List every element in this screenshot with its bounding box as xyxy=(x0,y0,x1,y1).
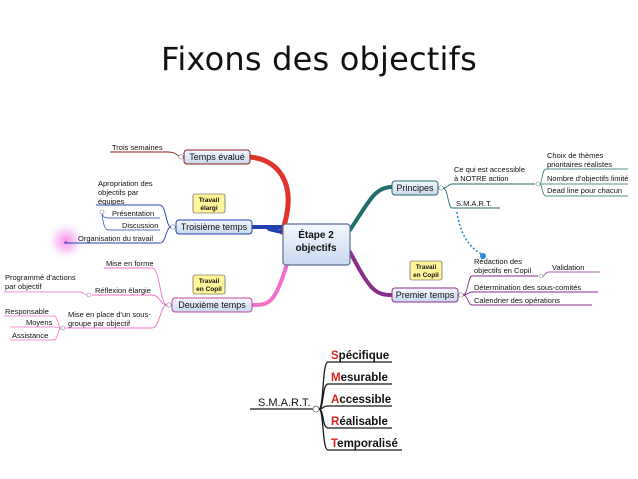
relation-dotted xyxy=(456,211,484,256)
note-troisieme xyxy=(192,193,226,214)
label-appropriation-3: équipes xyxy=(98,197,125,206)
label-redaction-1: Rédaction des xyxy=(474,257,522,266)
note-troisieme-line2: élargi xyxy=(200,205,218,212)
smart-item-a: Accessible xyxy=(331,394,391,406)
label-principes: Principes xyxy=(396,183,434,193)
line-calendrier xyxy=(462,294,592,306)
line-smart-principe xyxy=(442,187,500,209)
smart-item-m: Mesurable xyxy=(331,372,388,384)
label-redaction-2: objectifs en Copil xyxy=(474,266,531,275)
branch-principes xyxy=(348,185,394,232)
smart-root-label: S.M.A.R.T. xyxy=(258,397,311,409)
line-mise-en-forme xyxy=(104,267,168,306)
svg-text:*: * xyxy=(65,241,67,247)
line-mise-en-place xyxy=(66,304,168,329)
label-discussion: Discussion xyxy=(122,221,158,230)
slide-title: Fixons des objectifs xyxy=(161,40,477,78)
line-trois-semaines xyxy=(110,151,185,158)
label-appropriation-2: objectifs par xyxy=(98,188,139,197)
note-premier-line2: en Copil xyxy=(413,272,439,279)
line-determination xyxy=(462,291,598,296)
smart-item-t: Temporalisé xyxy=(331,438,398,450)
label-ce-qui-1: Ce qui est accessible xyxy=(454,165,525,174)
label-mise-en-forme: Mise en forme xyxy=(106,259,154,268)
label-moyens: Moyens xyxy=(26,318,53,327)
label-programme-1: Programmé d'actions xyxy=(5,273,76,282)
highlight-glow xyxy=(46,221,86,261)
label-premier-temps: Premier temps xyxy=(396,290,455,300)
label-temps-evalue: Temps évalué xyxy=(189,152,245,162)
label-troisieme-temps: Troisième temps xyxy=(181,222,248,232)
label-nombre: Nombre d'objectifs limité xyxy=(547,174,628,183)
note-troisieme-line1: Travail xyxy=(199,197,220,204)
node-premier-temps[interactable] xyxy=(391,287,459,303)
smart-diagram: S.M.A.R.T. Spécifique Mesurable Accessib… xyxy=(250,350,402,451)
node-deuxieme-temps[interactable] xyxy=(171,297,253,313)
center-line2: objectifs xyxy=(295,243,337,254)
label-determination: Détermination des sous-comités xyxy=(474,283,581,292)
label-choix-2: prioritaires réalistes xyxy=(547,160,612,169)
branch-premier-temps xyxy=(348,250,394,297)
smart-item-s: Spécifique xyxy=(331,350,389,362)
note-deuxieme xyxy=(192,274,226,295)
label-mise-en-place-1: Mise en place d'un sous- xyxy=(68,310,151,319)
label-programme-2: par objectif xyxy=(5,282,43,291)
line-appropriation xyxy=(96,204,172,228)
label-reflexion: Réflexion élargie xyxy=(95,286,151,295)
note-premier xyxy=(409,260,443,281)
label-organisation: Organisation du travail xyxy=(78,234,153,243)
branch-deuxieme-temps xyxy=(250,252,292,307)
label-appropriation-1: Apropriation des xyxy=(98,179,153,188)
line-reflexion xyxy=(92,294,168,306)
label-validation: Validation xyxy=(552,263,584,272)
label-ce-qui-2: à NOTRE action xyxy=(454,174,509,183)
smart-item-r: Réalisable xyxy=(331,416,388,428)
label-deuxieme-temps: Deuxième temps xyxy=(178,300,246,310)
line-ce-qui xyxy=(442,183,535,189)
branch-temps-evalue xyxy=(245,154,291,235)
label-trois-semaines: Trois semaines xyxy=(112,143,163,152)
label-choix-1: Choix de thèmes xyxy=(547,151,604,160)
note-premier-line1: Travail xyxy=(416,264,437,271)
center-line1: Étape 2 xyxy=(298,228,334,241)
label-smart-principe: S.M.A.R.T. xyxy=(456,199,492,208)
note-deuxieme-line2: en Copil xyxy=(196,286,222,293)
label-assistance: Assistance xyxy=(12,331,48,340)
label-responsable: Responsable xyxy=(5,307,49,316)
label-presentation: Présentation xyxy=(112,209,154,218)
line-organisation xyxy=(64,226,172,244)
node-principes[interactable] xyxy=(391,180,439,196)
label-calendrier: Calendrier des opérations xyxy=(474,296,560,305)
line-redaction xyxy=(462,275,538,296)
node-troisieme-temps[interactable] xyxy=(175,219,253,235)
relation-endpoint xyxy=(480,253,486,259)
label-mise-en-place-2: groupe par objectif xyxy=(68,319,131,328)
note-deuxieme-line1: Travail xyxy=(199,278,220,285)
center-node[interactable] xyxy=(282,223,351,266)
label-deadline: Dead line pour chacun xyxy=(547,186,622,195)
